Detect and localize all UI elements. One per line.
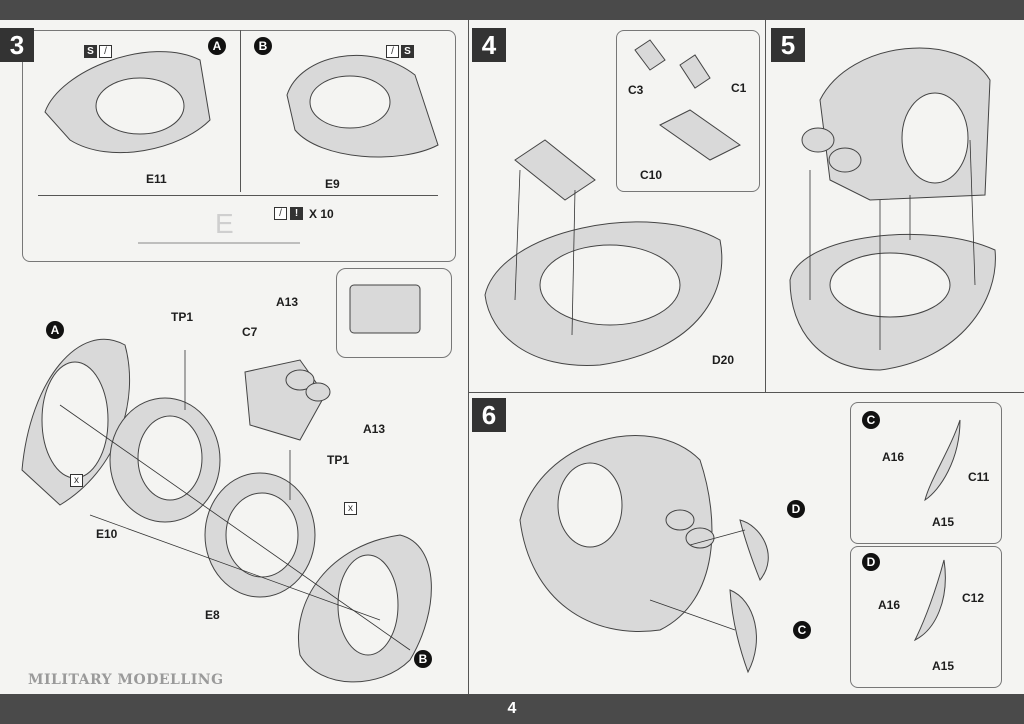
step3-detail-bubble <box>336 268 452 358</box>
inset-c-fin <box>924 419 961 502</box>
inset-c-a15: A15 <box>932 515 955 529</box>
step-5-number: 5 <box>771 28 805 62</box>
label-tp1-mid: TP1 <box>327 453 350 467</box>
inset-d-c12: C12 <box>962 591 985 605</box>
label-d20: D20 <box>712 353 735 367</box>
step3-subassembly-frame <box>22 30 456 262</box>
plate-a-hole <box>41 361 109 479</box>
part-c3 <box>634 39 666 71</box>
step-3-number: 3 <box>0 28 34 62</box>
label-a13-top: A13 <box>276 295 299 309</box>
part-c10-inset <box>659 109 741 161</box>
label-c10: C10 <box>640 168 663 182</box>
sprue-letter: E <box>215 208 234 239</box>
step6-inset-c-frame <box>850 402 1002 544</box>
part-e11-hole <box>95 77 185 135</box>
step3-ab-divider <box>240 30 241 192</box>
inset-d-a16: A16 <box>878 598 901 612</box>
inset-c-c11: C11 <box>968 470 990 484</box>
step3-sprue-divider <box>38 195 438 196</box>
right-horizontal-divider <box>468 392 1024 393</box>
bottom-bar <box>0 694 1024 724</box>
label-c1: C1 <box>731 81 747 95</box>
top-bar <box>0 0 1024 20</box>
step-4-number: 4 <box>472 28 506 62</box>
cement-icon: / <box>99 45 112 58</box>
step3-sub-a: A <box>46 321 64 339</box>
step4-inset-frame <box>616 30 760 192</box>
watermark-logo: MILITARY MODELLING <box>28 672 224 688</box>
label-tp1-top: TP1 <box>171 310 194 324</box>
label-c7: C7 <box>242 325 258 339</box>
part-e10-inner <box>137 415 203 501</box>
step5-hatch <box>901 92 969 184</box>
label-e8: E8 <box>205 608 220 622</box>
center-divider <box>468 20 469 694</box>
part-e9-hole <box>309 75 391 129</box>
plate-b-hole <box>337 554 399 656</box>
part-fin-d <box>739 519 769 581</box>
inset-d-a15: A15 <box>932 659 955 673</box>
inset-c-title: C <box>862 411 880 429</box>
inset-c-a16: A16 <box>882 450 905 464</box>
cement-icon: / <box>274 207 287 220</box>
cement-icon: / <box>386 45 399 58</box>
label-e11: E11 <box>146 172 167 186</box>
d20-hole <box>539 244 681 326</box>
remove-part-icon: x <box>70 474 83 487</box>
step4-5-divider <box>765 20 766 392</box>
step6-callout-d: D <box>787 500 805 518</box>
inset-d-fin <box>913 559 946 642</box>
label-e10: E10 <box>96 527 118 541</box>
part-c1 <box>679 54 711 89</box>
step3-sub-b: B <box>414 650 432 668</box>
remove-part-icon: x <box>344 502 357 515</box>
label-c3: C3 <box>628 83 644 97</box>
sprue-count: X 10 <box>309 207 334 221</box>
step3-callout-a: A <box>208 37 226 55</box>
step6-callout-c: C <box>793 621 811 639</box>
step3-callout-b: B <box>254 37 272 55</box>
page-number: 4 <box>507 700 517 717</box>
part-c10-assembled <box>514 139 596 201</box>
step6-inset-d-frame <box>850 546 1002 688</box>
glue-icon: S <box>84 45 97 58</box>
glue-icon: S <box>401 45 414 58</box>
part-fin-c <box>729 589 757 674</box>
step-6-number: 6 <box>472 398 506 432</box>
label-e9: E9 <box>325 177 340 191</box>
label-a13-mid: A13 <box>363 422 386 436</box>
step6-hull <box>519 435 713 632</box>
attention-icon: ! <box>290 207 303 220</box>
inset-d-title: D <box>862 553 880 571</box>
